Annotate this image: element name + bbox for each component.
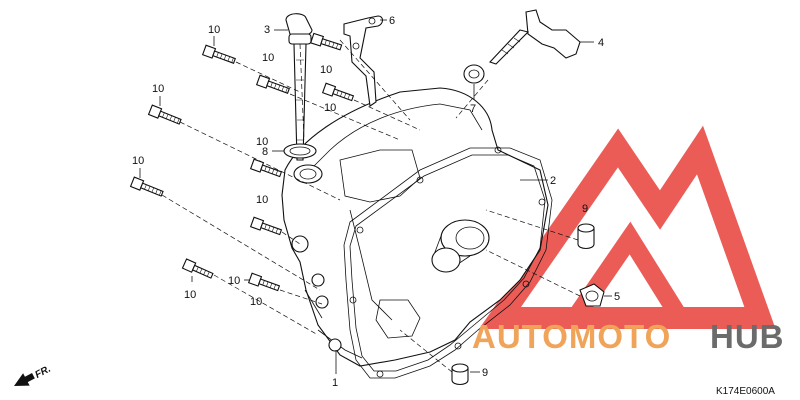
oil-level-dipstick [285, 13, 313, 161]
callout-10-g: 10 [132, 155, 144, 167]
bolt-3 [255, 74, 290, 94]
watermark-part2: HUB [710, 318, 785, 355]
callout-7: 7 [470, 103, 476, 115]
assembly-guide-lines [161, 39, 581, 373]
callout-9-upper: 9 [582, 203, 588, 215]
gasket [343, 146, 553, 379]
cable-bracket [343, 15, 384, 107]
watermark-text: AUTOMOTO HUB [472, 318, 785, 355]
callout-1: 1 [332, 377, 338, 389]
bolt-2 [310, 32, 343, 51]
callout-3: 3 [264, 24, 270, 36]
callout-6: 6 [389, 15, 395, 27]
callout-9-lower: 9 [482, 367, 488, 379]
bolt-4 [321, 82, 355, 102]
bolts [129, 32, 355, 292]
bolt-6 [249, 158, 283, 178]
direction-label: FR. [33, 364, 52, 381]
callout-numbers: 1 2 3 4 5 6 7 8 9 9 10 10 10 10 10 10 10… [132, 15, 620, 389]
callout-10-a: 10 [208, 24, 220, 36]
oil-plug [579, 283, 605, 307]
callout-10-k: 10 [250, 296, 262, 308]
bolt-9 [181, 258, 214, 279]
bolt-1 [201, 44, 236, 64]
callout-10-e: 10 [152, 83, 164, 95]
callout-2: 2 [550, 175, 556, 187]
callout-10-d: 10 [324, 102, 336, 114]
bolt-7 [129, 176, 164, 197]
clutch-lifter-arm [489, 9, 581, 65]
right-crankcase-cover [281, 87, 549, 367]
callout-8: 8 [262, 146, 268, 158]
callout-10-j: 10 [184, 289, 196, 301]
callout-10-b: 10 [262, 52, 274, 64]
watermark-part1: AUTOMOTO [472, 318, 671, 355]
bolt-10 [247, 272, 281, 292]
bolt-5 [147, 104, 182, 125]
gasket-bolt-holes [349, 146, 546, 378]
o-ring [283, 143, 317, 159]
oil-seal [463, 64, 485, 84]
callout-10-h: 10 [256, 194, 268, 206]
callout-10-c: 10 [320, 64, 332, 76]
front-direction-arrow-icon: FR. [14, 364, 53, 386]
callout-10-i: 10 [228, 275, 240, 287]
callout-5: 5 [614, 291, 620, 303]
drawing-code: K174E0600A [716, 386, 775, 397]
callout-leaders [139, 19, 612, 374]
dowel-pin-upper [577, 223, 595, 250]
bolt-8 [249, 216, 283, 236]
callout-10-f: 10 [256, 136, 268, 148]
dowel-pin-lower [451, 363, 469, 386]
callout-4: 4 [598, 37, 604, 49]
